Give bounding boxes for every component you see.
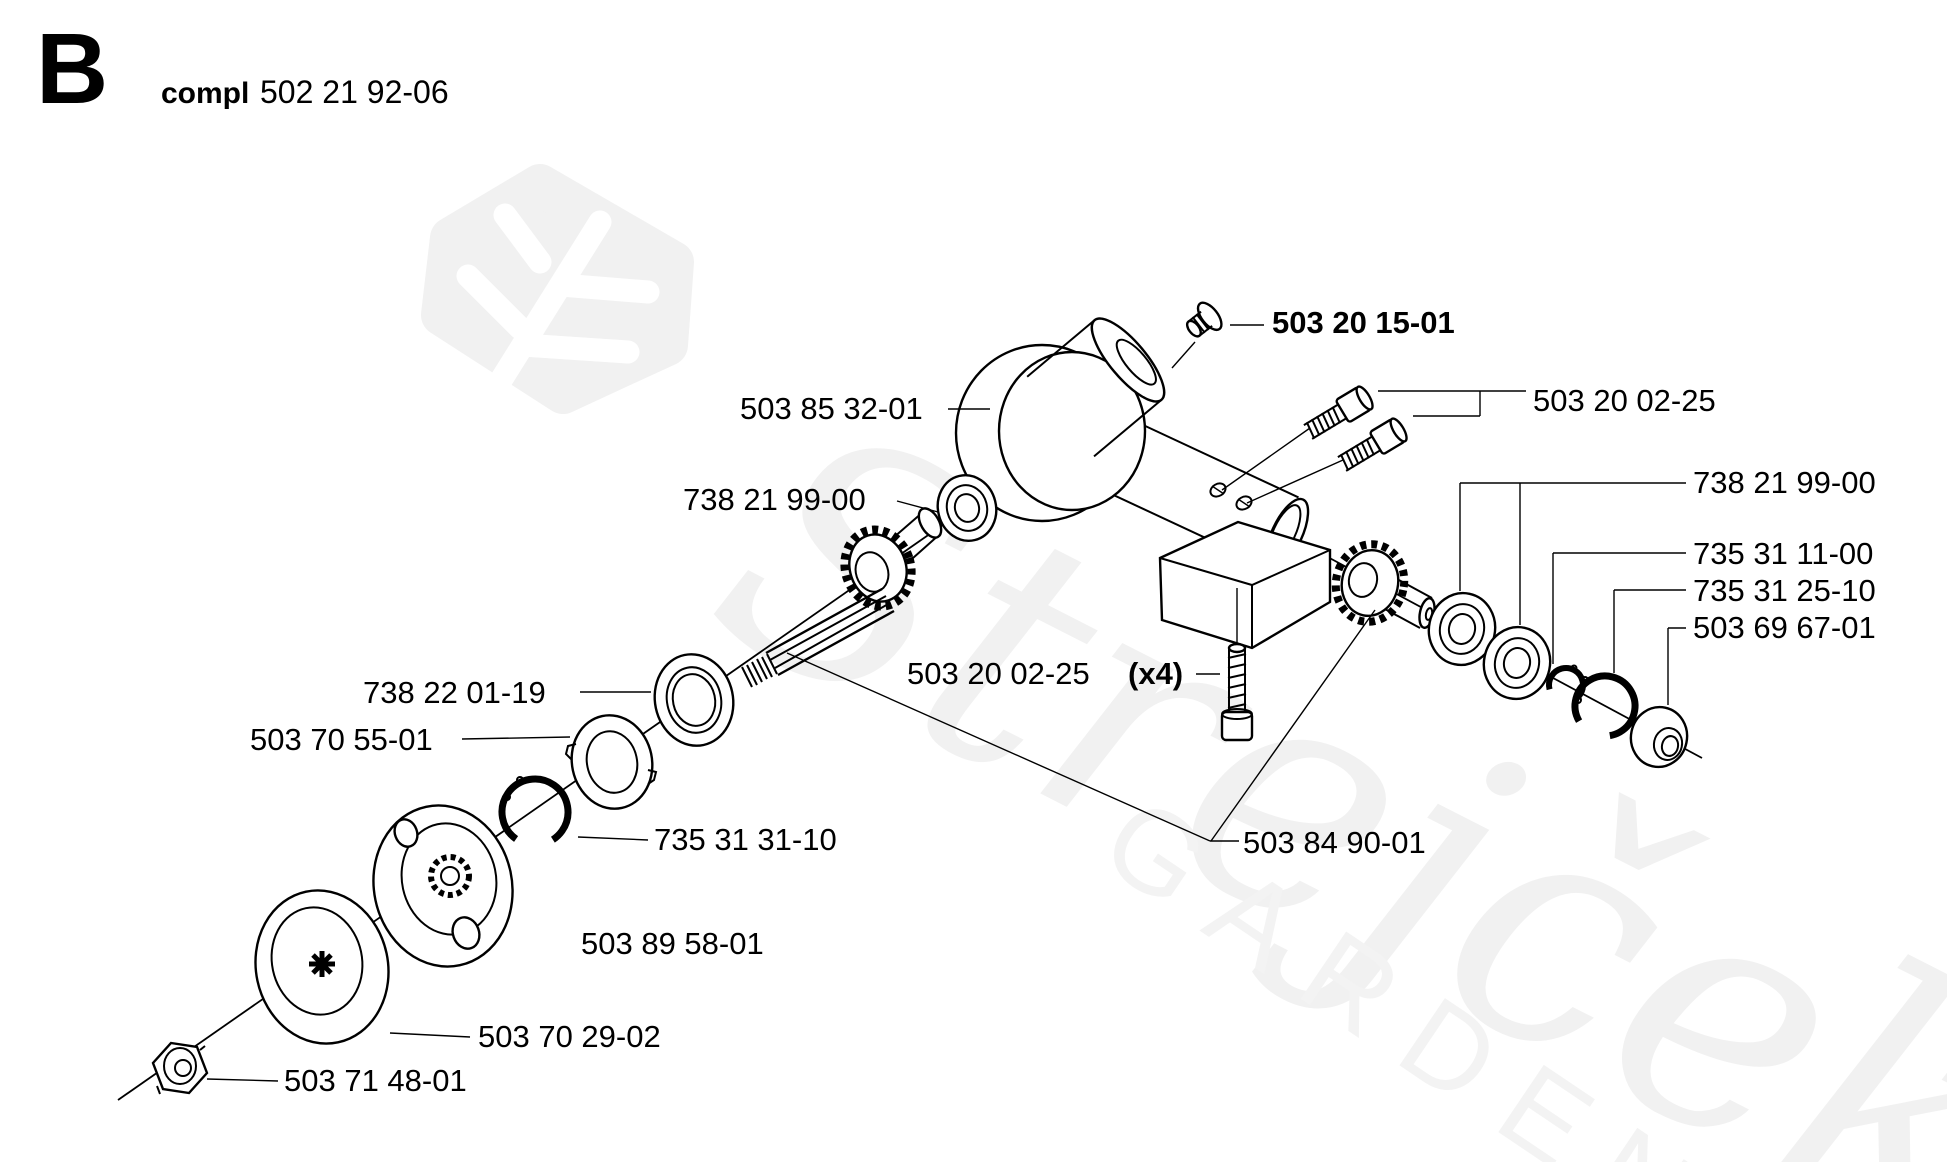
label-clip-small-right: 735 31 11-00 xyxy=(1693,536,1873,571)
label-bolt-x4-qty: (x4) xyxy=(1128,656,1183,691)
bevel-pinion-gear xyxy=(840,507,943,611)
housing-bell xyxy=(997,350,1147,512)
housing-screw-holes xyxy=(1209,482,1253,511)
keyed-washer xyxy=(564,714,658,810)
snap-ring-right xyxy=(1571,672,1639,740)
label-bearing-right: 738 21 99-00 xyxy=(1693,465,1876,500)
shaft-washer xyxy=(653,653,735,747)
gearbox-housing xyxy=(954,317,1332,650)
assembly-number: 502 21 92-06 xyxy=(260,74,449,110)
spline-star-hole xyxy=(309,951,335,977)
branch-icon xyxy=(456,203,660,397)
label-end-cap: 503 69 67-01 xyxy=(1693,610,1876,645)
label-snap-ring-right: 735 31 25-10 xyxy=(1693,573,1876,608)
label-housing: 503 85 32-01 xyxy=(740,391,923,426)
label-guard-disc: 503 70 29-02 xyxy=(478,1019,661,1054)
callout-labels: 503 20 15-01 503 20 02-25 738 21 99-00 7… xyxy=(250,305,1876,1098)
section-letter: B xyxy=(36,13,108,125)
plug-screw xyxy=(1171,301,1223,369)
ball-bearing-right-1 xyxy=(1427,591,1497,667)
header: B compl 502 21 92-06 xyxy=(36,13,449,125)
label-plug-screw: 503 20 15-01 xyxy=(1272,305,1455,340)
clamp-bolts xyxy=(1221,385,1408,504)
ball-bearing-right-2 xyxy=(1482,625,1552,701)
label-gear-pair: 503 84 90-01 xyxy=(1243,825,1426,860)
label-shaft-washer: 738 22 01-19 xyxy=(363,675,546,710)
support-flange xyxy=(372,804,514,968)
compl-label: compl xyxy=(161,77,249,110)
leader-lines xyxy=(206,324,1686,1082)
snap-ring-left xyxy=(498,775,572,849)
label-bearing-left: 738 21 99-00 xyxy=(683,482,866,517)
label-bolt-pair: 503 20 02-25 xyxy=(1533,383,1716,418)
splined-drive-shaft xyxy=(741,587,895,688)
label-keyed-washer: 503 70 55-01 xyxy=(250,722,433,757)
label-bolt-x4: 503 20 02-25 xyxy=(907,656,1090,691)
label-lock-nut: 503 71 48-01 xyxy=(284,1063,467,1098)
clamp-block xyxy=(1158,520,1332,650)
label-support-flange: 503 89 58-01 xyxy=(581,926,764,961)
end-cap xyxy=(1629,705,1689,769)
label-snap-ring-left: 735 31 31-10 xyxy=(654,822,837,857)
lock-nut xyxy=(151,1041,209,1095)
clamp-bolt-x4 xyxy=(1220,588,1254,742)
guard-disc xyxy=(254,889,390,1045)
seal-bearing-left xyxy=(936,474,998,542)
